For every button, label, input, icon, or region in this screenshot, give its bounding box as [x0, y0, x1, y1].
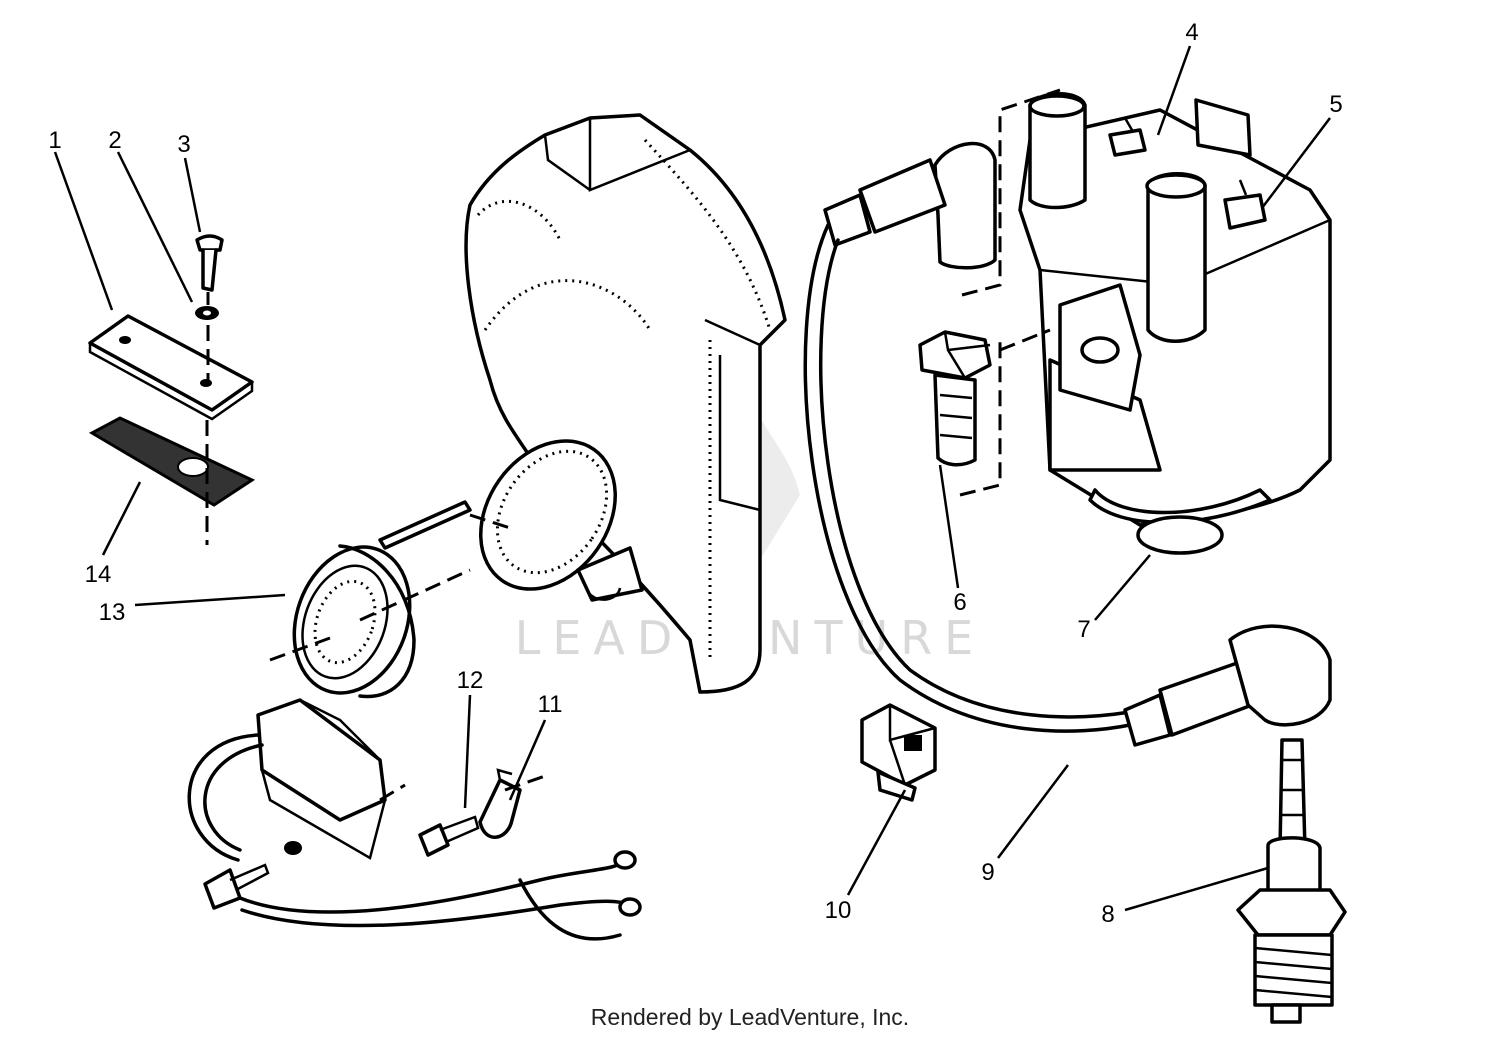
spark-plug-lead	[803, 142, 1332, 747]
callout-3: 3	[177, 131, 190, 158]
connector	[860, 703, 937, 802]
bolt-and-clamp	[418, 768, 546, 857]
callout-4: 4	[1185, 19, 1198, 46]
callout-14: 14	[85, 561, 112, 588]
mounting-bolt	[918, 328, 1051, 467]
gasket	[88, 416, 256, 545]
leader-lines	[53, 45, 1331, 912]
callout-10: 10	[825, 897, 852, 924]
callout-1: 1	[48, 127, 61, 154]
ignition-module	[187, 698, 642, 941]
blower-housing	[464, 113, 787, 694]
spark-plug	[1236, 738, 1347, 1024]
callout-13: 13	[99, 599, 126, 626]
callout-6: 6	[953, 589, 966, 616]
key-pin	[378, 500, 511, 550]
plate	[88, 314, 254, 421]
callout-labels: 1 2 3 4 5 6 7 8 9 10 11 12 13 14	[48, 19, 1342, 928]
callout-2: 2	[108, 127, 121, 154]
bearing-housing	[479, 439, 644, 602]
seal	[269, 544, 471, 699]
screw-and-washer	[195, 234, 224, 380]
callout-5: 5	[1329, 91, 1342, 118]
callout-7: 7	[1077, 616, 1090, 643]
callout-12: 12	[457, 667, 484, 694]
callout-9: 9	[981, 859, 994, 886]
credit-text: Rendered by LeadVenture, Inc.	[591, 1004, 909, 1030]
callout-11: 11	[538, 691, 563, 718]
ignition-coil	[959, 88, 1332, 555]
callout-8: 8	[1101, 901, 1114, 928]
